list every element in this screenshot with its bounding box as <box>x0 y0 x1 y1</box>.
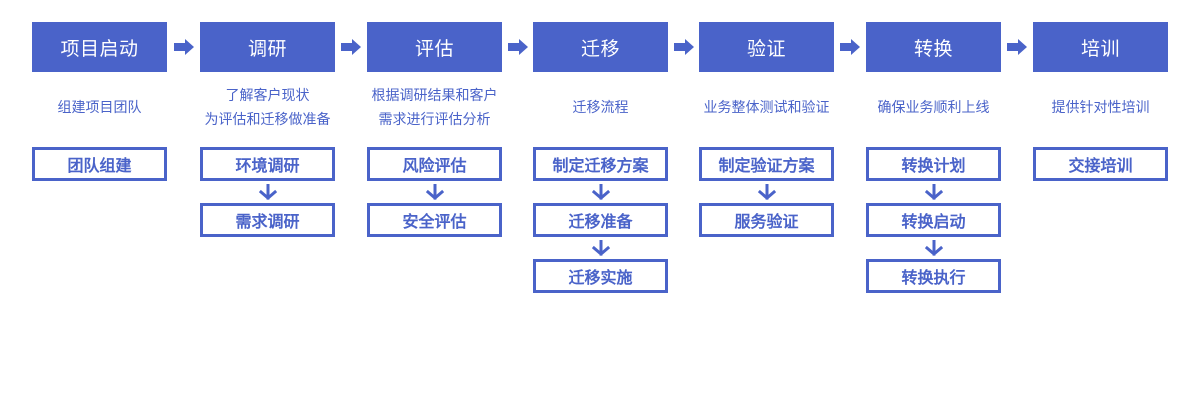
flow-arrow-icon <box>508 39 528 55</box>
phase-steps-migrate: 制定迁移方案迁移准备迁移实施 <box>533 147 668 293</box>
phase-column-training: 培训提供针对性培训交接培训 <box>1033 22 1168 181</box>
step-box: 交接培训 <box>1033 147 1168 181</box>
flow-arrow-icon <box>1007 39 1027 55</box>
phase-column-research: 调研了解客户现状为评估和迁移做准备环境调研需求调研 <box>200 22 335 237</box>
phase-header-verify: 验证 <box>699 22 834 72</box>
down-arrow-icon <box>533 181 668 203</box>
phase-column-switch: 转换确保业务顺利上线转换计划转换启动转换执行 <box>866 22 1001 293</box>
flow-arrow-icon <box>341 39 361 55</box>
phase-header-launch: 项目启动 <box>32 22 167 72</box>
phase-description-line: 提供针对性培训 <box>1051 100 1150 116</box>
phase-description-assess: 根据调研结果和客户需求进行评估分析 <box>357 72 512 144</box>
phase-column-assess: 评估根据调研结果和客户需求进行评估分析风险评估安全评估 <box>367 22 502 237</box>
phase-description-training: 提供针对性培训 <box>1023 72 1178 144</box>
step-box: 团队组建 <box>32 147 167 181</box>
flow-arrow-icon <box>174 39 194 55</box>
phase-description-verify: 业务整体测试和验证 <box>689 72 844 144</box>
phase-description-line: 了解客户现状 <box>225 88 310 104</box>
phase-column-launch: 项目启动组建项目团队团队组建 <box>32 22 167 181</box>
phase-description-line: 组建项目团队 <box>57 100 142 116</box>
phase-description-research: 了解客户现状为评估和迁移做准备 <box>190 72 345 144</box>
step-box: 服务验证 <box>699 203 834 237</box>
phase-description-line: 需求进行评估分析 <box>378 112 491 128</box>
flow-arrow-icon <box>674 39 694 55</box>
step-box: 安全评估 <box>367 203 502 237</box>
down-arrow-icon <box>866 237 1001 259</box>
step-box: 转换执行 <box>866 259 1001 293</box>
phase-column-verify: 验证业务整体测试和验证制定验证方案服务验证 <box>699 22 834 237</box>
phase-header-assess: 评估 <box>367 22 502 72</box>
phase-description-line: 根据调研结果和客户 <box>371 88 498 104</box>
step-box: 制定迁移方案 <box>533 147 668 181</box>
down-arrow-icon <box>367 181 502 203</box>
step-box: 转换启动 <box>866 203 1001 237</box>
step-box: 转换计划 <box>866 147 1001 181</box>
phase-steps-switch: 转换计划转换启动转换执行 <box>866 147 1001 293</box>
phase-description-line: 业务整体测试和验证 <box>703 100 830 116</box>
phase-description-switch: 确保业务顺利上线 <box>856 72 1011 144</box>
step-box: 制定验证方案 <box>699 147 834 181</box>
flow-arrow-icon <box>840 39 860 55</box>
down-arrow-icon <box>699 181 834 203</box>
step-box: 迁移准备 <box>533 203 668 237</box>
phase-steps-launch: 团队组建 <box>32 147 167 181</box>
phase-steps-assess: 风险评估安全评估 <box>367 147 502 237</box>
phase-description-line: 为评估和迁移做准备 <box>204 112 331 128</box>
step-box: 迁移实施 <box>533 259 668 293</box>
phase-description-migrate: 迁移流程 <box>523 72 678 144</box>
step-box: 需求调研 <box>200 203 335 237</box>
phase-header-migrate: 迁移 <box>533 22 668 72</box>
phase-header-switch: 转换 <box>866 22 1001 72</box>
phase-steps-verify: 制定验证方案服务验证 <box>699 147 834 237</box>
down-arrow-icon <box>533 237 668 259</box>
phase-header-research: 调研 <box>200 22 335 72</box>
phase-steps-training: 交接培训 <box>1033 147 1168 181</box>
phase-steps-research: 环境调研需求调研 <box>200 147 335 237</box>
step-box: 风险评估 <box>367 147 502 181</box>
phase-description-line: 确保业务顺利上线 <box>877 100 990 116</box>
phase-description-launch: 组建项目团队 <box>22 72 177 144</box>
down-arrow-icon <box>866 181 1001 203</box>
step-box: 环境调研 <box>200 147 335 181</box>
phase-column-migrate: 迁移迁移流程制定迁移方案迁移准备迁移实施 <box>533 22 668 293</box>
down-arrow-icon <box>200 181 335 203</box>
phase-header-training: 培训 <box>1033 22 1168 72</box>
phase-description-line: 迁移流程 <box>572 100 629 116</box>
